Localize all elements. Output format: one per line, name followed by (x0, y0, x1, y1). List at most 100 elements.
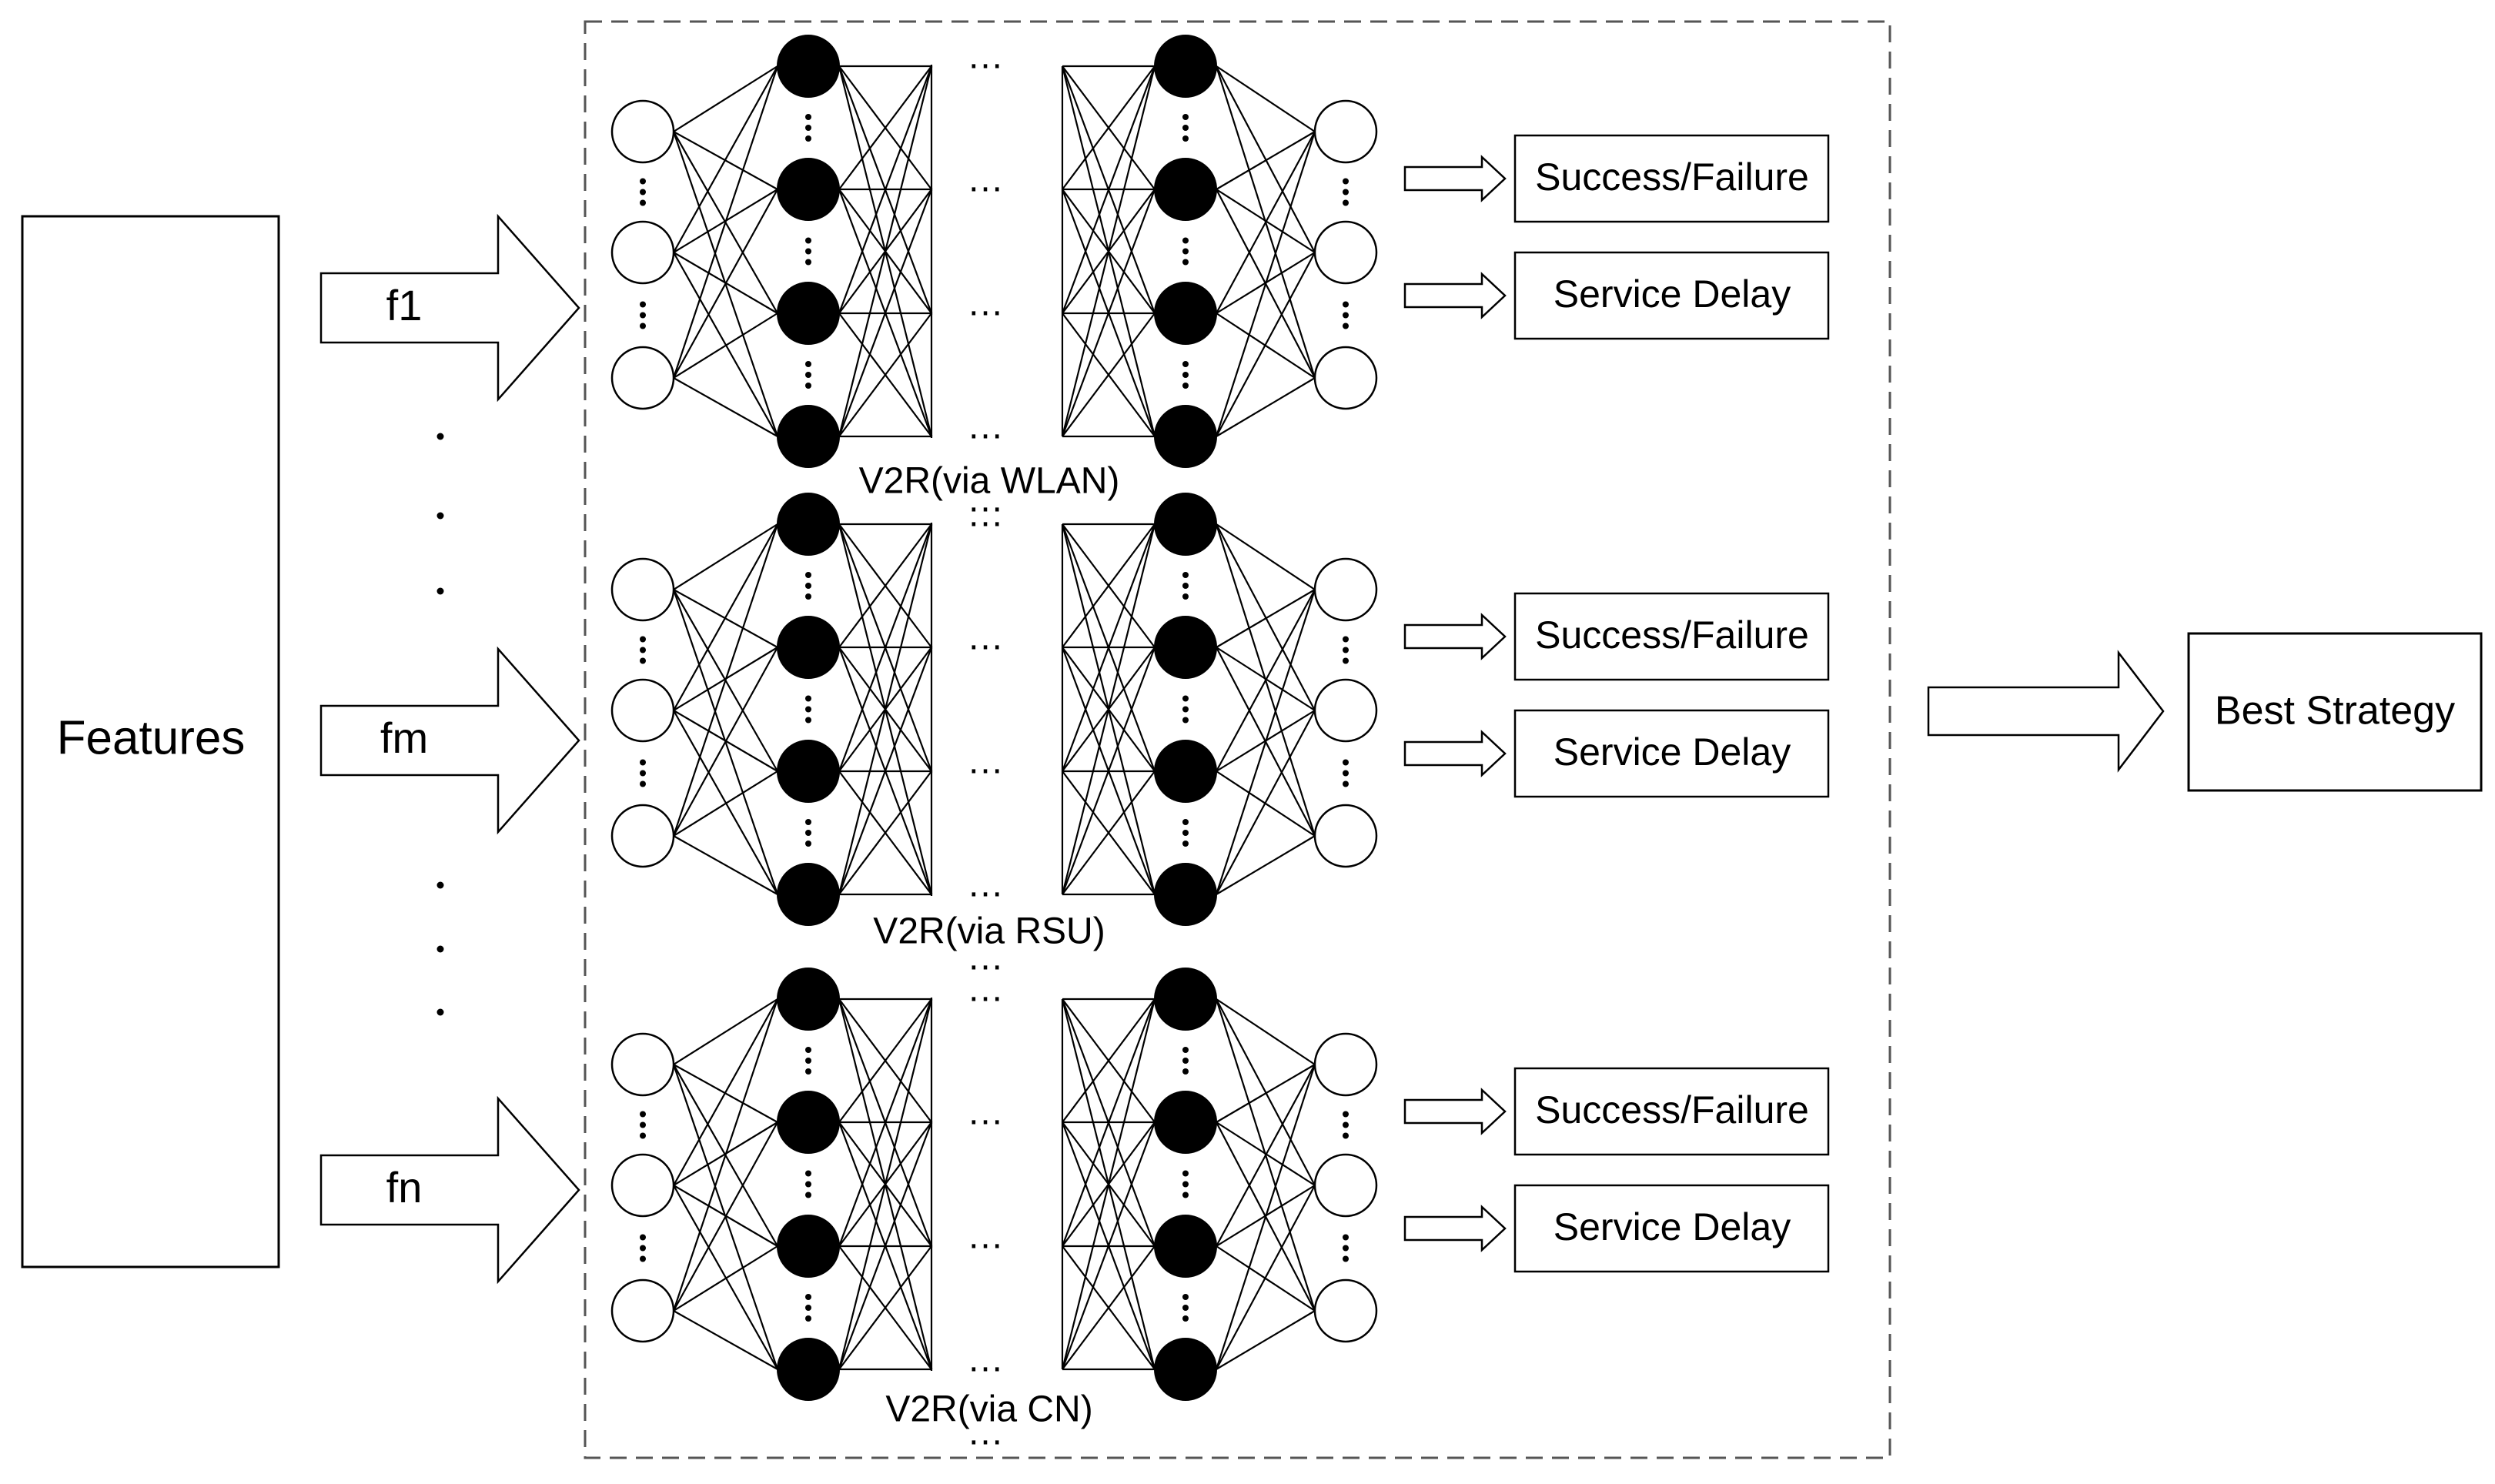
hidden-neuron (1154, 1338, 1217, 1401)
ellipsis-dot (640, 1245, 646, 1252)
ellipsis-dot (805, 717, 811, 724)
ellipsis-dot (805, 572, 811, 578)
layer-ellipsis: … (967, 1092, 1004, 1133)
ellipsis-dot (1182, 1068, 1189, 1075)
ellipsis-dot (640, 636, 646, 643)
ellipsis-dot (640, 657, 646, 664)
ellipsis-dot (805, 1068, 811, 1075)
ellipsis-dot (436, 881, 444, 889)
ellipsis-dot (1343, 1245, 1349, 1252)
output-neuron (1313, 678, 1378, 743)
ellipsis-dot (436, 1008, 444, 1016)
layer-ellipsis: … (967, 741, 1004, 782)
connection-line (672, 523, 779, 837)
ellipsis-dot (805, 706, 811, 713)
ellipsis-dot (640, 770, 646, 777)
network-container-dashed (584, 20, 1891, 1459)
connection-line (1216, 131, 1316, 190)
layer-ellipsis: … (967, 159, 1004, 200)
ellipsis-dot (1182, 1047, 1189, 1053)
input-neuron (610, 99, 675, 164)
hidden-neuron (1154, 616, 1217, 679)
network-connections (672, 65, 1316, 1371)
ellipsis-dot (640, 1132, 646, 1139)
connection-line (838, 998, 933, 1370)
input-neuron (610, 1153, 675, 1218)
connection-line (1216, 1185, 1316, 1370)
ellipsis-dot (805, 583, 811, 589)
ellipsis-dot (1182, 237, 1189, 244)
connection-line (1062, 1245, 1156, 1370)
ellipsis-dot (640, 780, 646, 787)
hidden-neuron (1154, 740, 1217, 803)
connection-line (1061, 65, 1156, 314)
hidden-neuron (1154, 405, 1217, 468)
connection-line (1216, 1310, 1316, 1370)
service-delay-box (1513, 1184, 1830, 1273)
connection-line (1062, 523, 1156, 648)
ellipsis-dot (1182, 259, 1189, 266)
layer-ellipsis: … (967, 283, 1004, 324)
connection-line (673, 252, 778, 437)
ellipsis-dot (1343, 759, 1349, 766)
connection-line (1062, 998, 1156, 1123)
connection-line (673, 523, 778, 590)
ellipsis-dot (805, 819, 811, 825)
connection-line (1061, 65, 1156, 437)
ellipsis-dot (805, 830, 811, 836)
layer-ellipsis: … (967, 1216, 1004, 1257)
output-neuron (1313, 557, 1378, 622)
ellipsis-dot (1343, 199, 1349, 206)
ellipsis-dot (805, 114, 811, 120)
connection-line (838, 523, 933, 772)
ellipsis-dot (805, 361, 811, 367)
connection-line (1216, 523, 1316, 711)
connection-line (838, 998, 932, 1123)
best-strategy-box (2187, 632, 2483, 792)
ellipsis-dot (805, 1058, 811, 1064)
connection-line (673, 65, 778, 253)
ellipsis-dot (1343, 189, 1349, 196)
connection-line (673, 1245, 778, 1312)
connection-line (673, 377, 778, 437)
ellipsis-dot (640, 189, 646, 196)
input-arrow-fn (319, 1095, 580, 1285)
connection-line (1062, 313, 1156, 437)
success-failure-label: Success/Failure (1535, 155, 1809, 199)
ellipsis-dot (640, 199, 646, 206)
ellipsis-dot (1182, 361, 1189, 367)
ellipsis-dot (1182, 1181, 1189, 1188)
connection-line (1216, 131, 1316, 314)
output-arrow (1403, 1205, 1507, 1252)
ellipsis-dot (805, 1192, 811, 1198)
ellipsis-dot (1343, 1255, 1349, 1262)
layer-ellipsis: … (967, 494, 1004, 535)
connection-line (673, 313, 778, 379)
connection-line (673, 1310, 778, 1370)
output-neuron (1313, 804, 1378, 868)
ellipsis-dot (640, 1255, 646, 1262)
hidden-neuron (1154, 35, 1217, 98)
ellipsis-dot (805, 1315, 811, 1322)
connection-line (673, 65, 778, 132)
layer-ellipsis: … (967, 406, 1004, 447)
connection-line (1061, 523, 1156, 772)
connection-line (673, 710, 778, 895)
best-strategy-label: Best Strategy (2215, 689, 2455, 734)
ellipsis-dot (1182, 572, 1189, 578)
hidden-neuron (777, 282, 840, 345)
ellipsis-dot (805, 259, 811, 266)
hidden-neuron (777, 1338, 840, 1401)
service-delay-label: Service Delay (1554, 730, 1791, 774)
hidden-neuron (777, 740, 840, 803)
ellipsis-dot (805, 593, 811, 600)
input-neuron (610, 678, 675, 743)
connection-line (1216, 998, 1316, 1186)
ellipsis-dot (805, 1294, 811, 1300)
hidden-neuron (1154, 158, 1217, 221)
ellipsis-dot (1343, 1121, 1349, 1128)
hidden-neuron (1154, 1091, 1217, 1154)
output-arrow (1403, 272, 1507, 319)
connection-line (673, 189, 778, 379)
